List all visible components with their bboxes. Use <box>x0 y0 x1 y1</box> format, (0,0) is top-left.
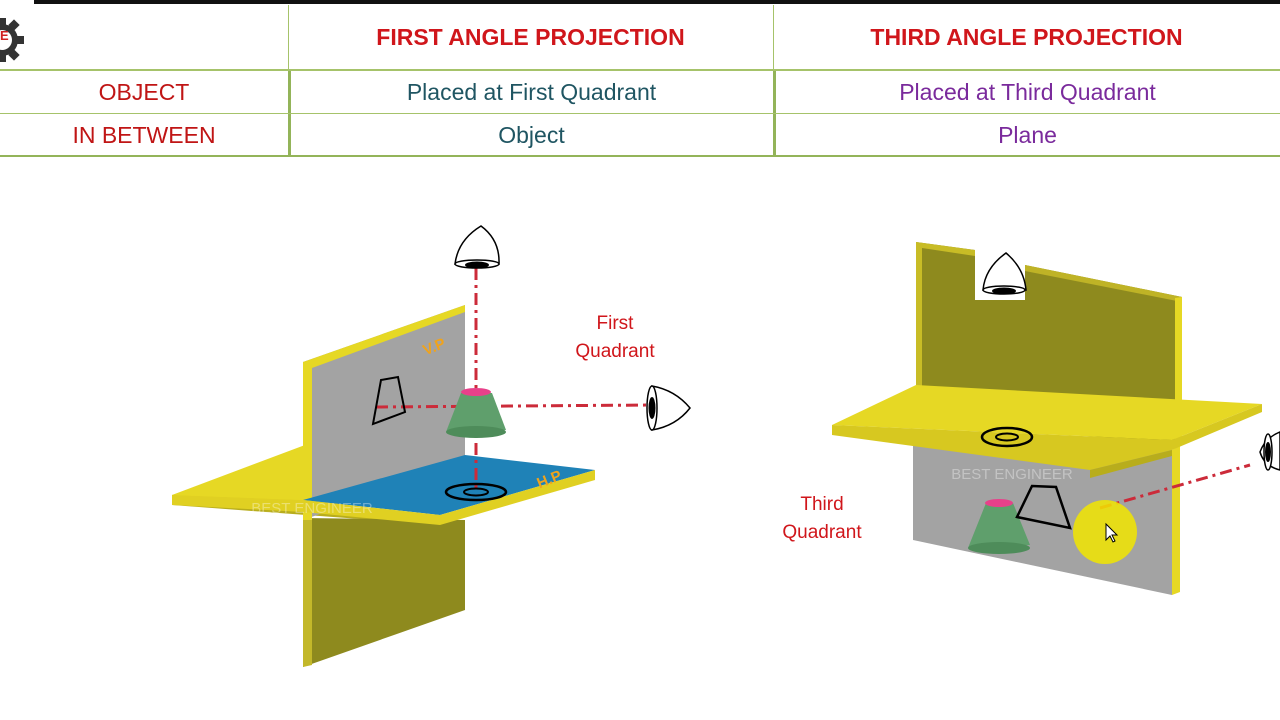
watermark-first: BEST ENGINEER <box>251 500 373 517</box>
hp-plane <box>832 385 1262 440</box>
eye-top-icon <box>454 225 500 269</box>
eye-side-icon <box>1259 431 1280 471</box>
top-view-circle <box>980 426 1034 448</box>
third-quadrant-label-1: Third <box>800 494 843 515</box>
first-quadrant-label-2: Quadrant <box>575 341 655 362</box>
grid-line <box>0 113 1280 114</box>
hp-plane-blue <box>303 455 595 515</box>
logo-letter: E <box>0 28 9 43</box>
top-border <box>34 0 1280 4</box>
row-between-third: Plane <box>998 121 1057 148</box>
cursor-highlight <box>1073 500 1137 564</box>
third-quadrant-label-2: Quadrant <box>782 522 862 543</box>
eye-side-icon <box>646 385 691 431</box>
row-object-label: OBJECT <box>98 78 190 105</box>
front-view-trapezoid <box>1015 484 1072 530</box>
row-between-first: Object <box>498 121 565 148</box>
projector-horizontal <box>375 403 653 409</box>
cone-first <box>446 393 506 432</box>
grid-line <box>0 155 1280 157</box>
header-third-angle: THIRD ANGLE PROJECTION <box>870 23 1183 50</box>
projector-side <box>1099 463 1251 510</box>
watermark-third: BEST ENGINEER <box>951 466 1073 483</box>
eye-top-icon <box>982 252 1027 295</box>
grid-line <box>773 5 774 69</box>
front-view-trapezoid <box>371 375 407 426</box>
first-quadrant-label-1: First <box>597 313 635 334</box>
row-object-first: Placed at First Quadrant <box>406 78 657 105</box>
grid-line <box>288 5 289 69</box>
cone-third <box>968 503 1030 548</box>
gear-logo-icon <box>0 18 24 62</box>
grid-line <box>0 69 1280 71</box>
vp-lower-panel <box>303 518 465 667</box>
top-view-circle <box>444 482 508 502</box>
row-between-label: IN BETWEEN <box>72 121 216 148</box>
mouse-cursor-icon <box>1105 522 1119 543</box>
header-first-angle: FIRST ANGLE PROJECTION <box>376 23 685 50</box>
row-object-third: Placed at Third Quadrant <box>899 78 1156 105</box>
